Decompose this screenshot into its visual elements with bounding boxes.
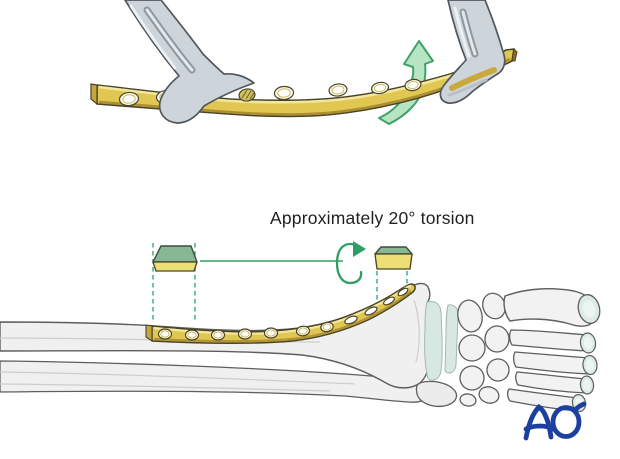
- torsion-caption: Approximately 20° torsion: [270, 208, 475, 228]
- hole-rim: [187, 331, 197, 339]
- plate-slot: [397, 287, 409, 297]
- carpal-bone: [459, 365, 485, 391]
- cross-section-left: [152, 245, 198, 272]
- plate-hole: [273, 85, 295, 101]
- iron-highlight: [129, 4, 177, 70]
- hole-rim: [331, 85, 345, 95]
- cross-section-top-face: [152, 245, 198, 263]
- hole-rim: [277, 88, 291, 98]
- metacarpal-shaft: [508, 329, 591, 352]
- plate-on-radius: [145, 283, 416, 344]
- torsion-diagram: [0, 241, 601, 413]
- hole-rim: [373, 83, 387, 93]
- wrist-cartilage: [424, 301, 459, 381]
- ulna-shading: [0, 371, 356, 392]
- ao-logo-letter-a: [523, 403, 554, 441]
- hole-rim: [240, 330, 250, 338]
- plate-slot: [344, 315, 358, 325]
- cross-section-top-face: [374, 246, 413, 255]
- hole-rim: [298, 327, 308, 335]
- metacarpal-shaft: [514, 371, 590, 394]
- plate-right-endcap: [511, 47, 518, 62]
- plate-hole: [328, 83, 348, 97]
- hole-rim: [213, 331, 223, 339]
- rotation-arc: [335, 242, 363, 285]
- hole-rim: [322, 323, 332, 331]
- midcarpal-cartilage: [444, 304, 459, 374]
- hole-rim: [160, 330, 170, 338]
- radiocarpal-cartilage: [424, 301, 443, 381]
- plate-in-slot: [449, 67, 497, 91]
- iron-slot-lip: [447, 78, 488, 97]
- cross-section-edge: [152, 261, 198, 272]
- iron-slot-inner: [145, 8, 194, 72]
- hole-rim: [122, 94, 136, 104]
- cut-end-core: [583, 379, 591, 391]
- plate-bottom-shadow: [153, 290, 412, 343]
- metacarpal-bones: [503, 288, 601, 413]
- gripped-plate-hole: [238, 88, 256, 102]
- plate-slot: [383, 296, 395, 306]
- cross-section-edge: [374, 253, 413, 270]
- plate-slot: [364, 306, 378, 316]
- dashed-reference-lines: [152, 243, 408, 322]
- cross-section-right: [374, 246, 413, 270]
- cut-end-core: [583, 336, 593, 350]
- bending-iron-left: [124, 0, 255, 124]
- iron-slot-inner: [461, 10, 477, 56]
- bending-iron-right: [439, 0, 506, 104]
- carpal-bone: [486, 358, 510, 382]
- plate-left-endcap: [145, 324, 153, 343]
- ao-logo-letter-o-tail: [572, 401, 587, 413]
- carpal-bones: [457, 292, 510, 407]
- ao-logo-letter-a-bar: [523, 423, 556, 432]
- axial-rotation-arrow-icon: [335, 241, 366, 285]
- carpal-bone: [459, 393, 477, 407]
- hole-rim: [266, 329, 276, 337]
- cut-end-core: [585, 359, 595, 371]
- ulnar-head: [415, 380, 458, 408]
- carpal-bone: [457, 299, 483, 333]
- hatch-lines: [241, 89, 255, 100]
- bending-irons-figure: [90, 0, 518, 125]
- carpal-bone: [484, 325, 510, 353]
- rotation-arrowhead: [353, 241, 366, 257]
- ao-logo: AO: [523, 401, 587, 441]
- carpal-bone: [478, 386, 500, 404]
- cut-end-core: [582, 300, 596, 318]
- ao-logo-letter-o: [550, 405, 582, 439]
- carpal-bone: [458, 334, 486, 362]
- plate-hole-rims: [160, 323, 332, 339]
- plate-left-endcap: [90, 83, 98, 106]
- metacarpal-shaft: [512, 351, 593, 375]
- iron-highlight: [453, 6, 471, 58]
- hole-rim: [407, 80, 419, 90]
